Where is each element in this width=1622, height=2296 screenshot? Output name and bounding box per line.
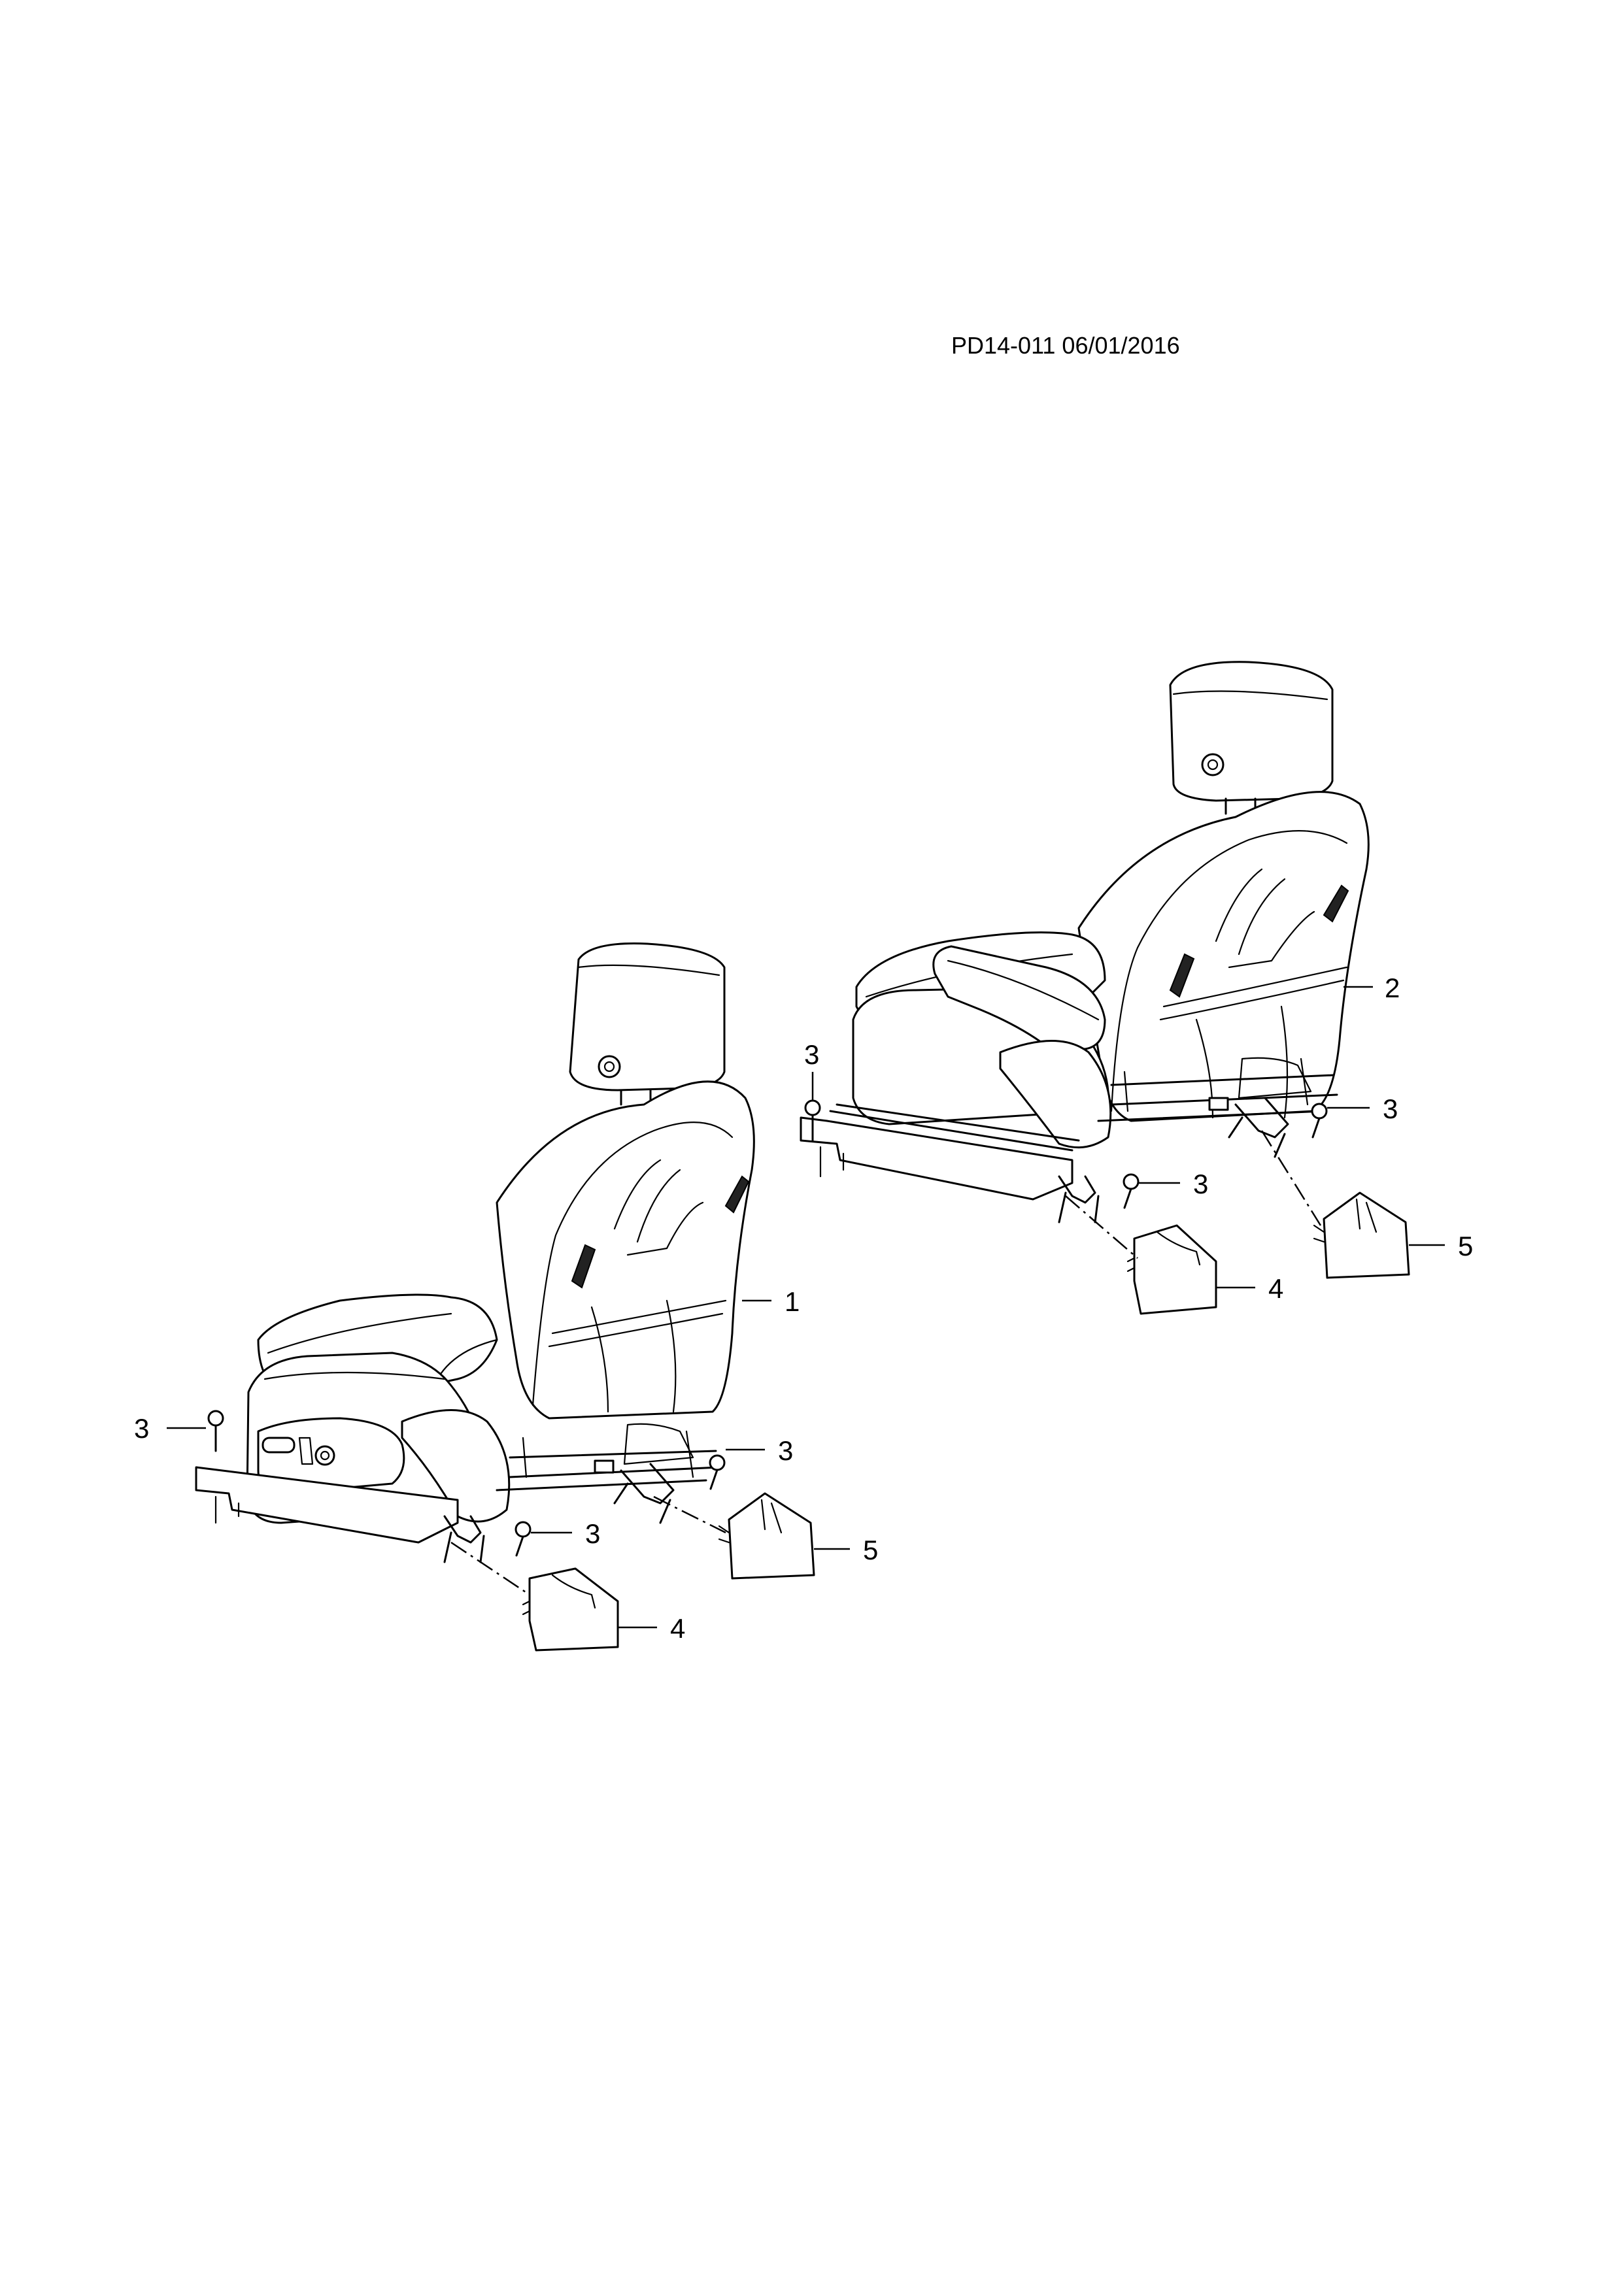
callout-5-left: 5 [863,1535,878,1565]
bolt-fasteners [207,1099,1328,1557]
callout-3-right-middle: 3 [1193,1169,1208,1199]
callout-1: 1 [785,1286,800,1317]
callout-3-right-front: 3 [804,1039,819,1070]
callout-5-right: 5 [1458,1231,1473,1261]
callout-3-left-front: 3 [134,1413,149,1444]
callout-2: 2 [1385,973,1400,1003]
drawing-code-and-date: PD14-011 06/01/2016 [951,332,1180,359]
alignment-lines [450,1130,1322,1596]
callout-4-right: 4 [1268,1273,1283,1304]
callout-3-left-middle: 3 [585,1518,600,1549]
seat-assembly-right [800,661,1370,1223]
callout-3-right-rear: 3 [1383,1093,1398,1124]
callout-4-left: 4 [670,1613,685,1644]
leader-lines [167,986,1445,1629]
callout-3-left-rear: 3 [778,1435,793,1466]
callout-labels: 1 2 3 3 3 3 3 3 4 5 4 5 [134,973,1473,1644]
seat-assembly-left [195,942,755,1563]
foot-covers [522,1191,1410,1652]
